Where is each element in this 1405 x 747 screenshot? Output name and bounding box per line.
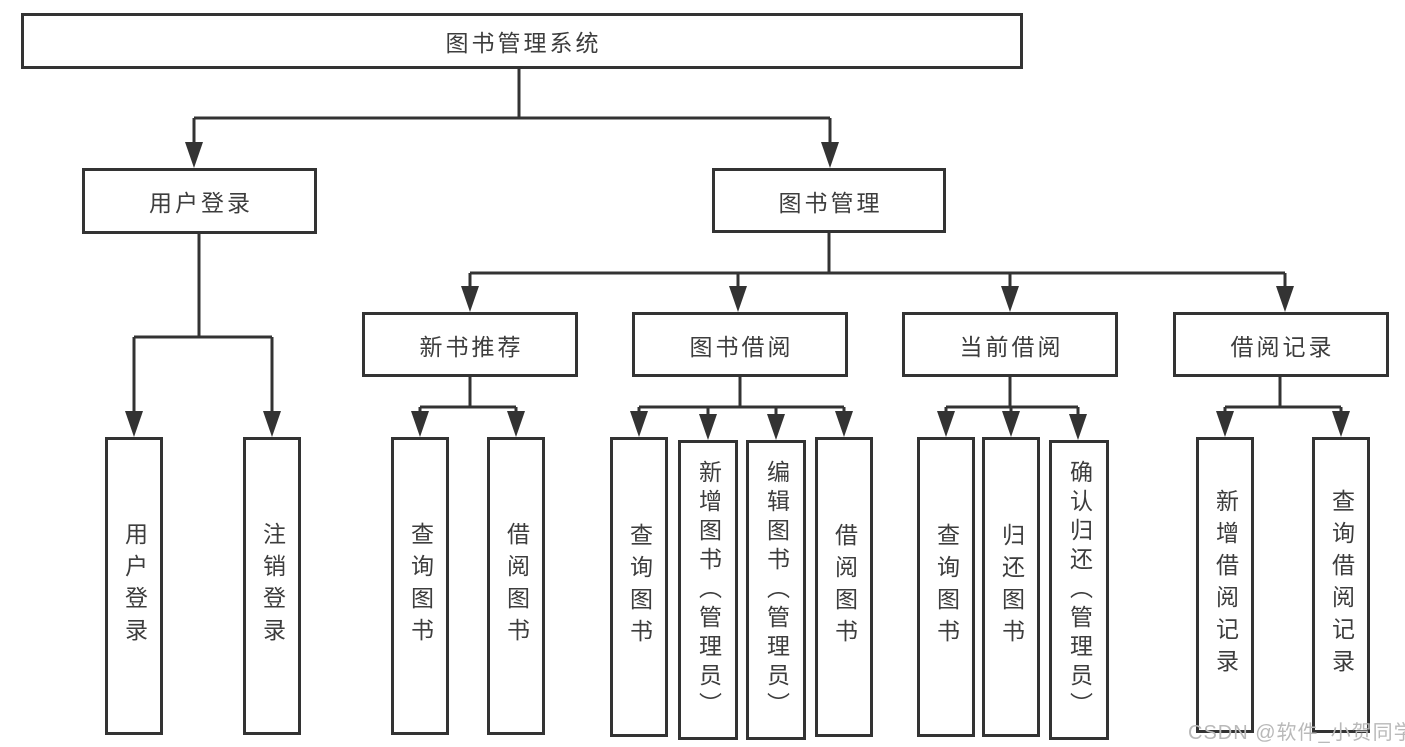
node-borrow-records: 借阅记录 xyxy=(1173,312,1389,377)
connector-current-borrow-to-leaves xyxy=(937,377,1087,440)
node-label: 当前借阅 xyxy=(959,333,1064,360)
leaf-add-book-admin: 新增图书（管理员） xyxy=(678,440,738,740)
leaf-borrow-book: 借阅图书 xyxy=(815,437,873,737)
connector-book-borrow-to-leaves xyxy=(630,377,853,440)
connector-book-management-to-level3 xyxy=(461,233,1294,312)
node-label: 新增借阅记录 xyxy=(1212,489,1239,681)
leaf-user-login: 用户登录 xyxy=(105,437,163,735)
node-label: 查询图书 xyxy=(626,523,653,651)
connector-user-login-to-leaves xyxy=(125,234,281,437)
connector-borrow-records-to-leaves xyxy=(1216,377,1350,437)
node-label: 借阅图书 xyxy=(503,522,530,650)
leaf-query-borrow-record: 查询借阅记录 xyxy=(1312,437,1370,733)
leaf-query-book-borrow: 查询图书 xyxy=(610,437,668,737)
node-label: 借阅图书 xyxy=(831,523,858,651)
node-user-login: 用户登录 xyxy=(82,168,317,234)
node-label: 用户登录 xyxy=(149,190,253,216)
node-label: 新书推荐 xyxy=(419,333,524,360)
connector-new-books-to-leaves xyxy=(411,377,525,437)
node-label: 归还图书 xyxy=(998,523,1025,651)
node-label: 借阅记录 xyxy=(1230,333,1335,360)
node-label: 新增图书（管理员） xyxy=(695,459,722,721)
node-label: 编辑图书（管理员） xyxy=(763,459,790,721)
leaf-logout: 注销登录 xyxy=(243,437,301,735)
node-current-borrow: 当前借阅 xyxy=(902,312,1118,377)
node-book-management: 图书管理 xyxy=(712,168,946,233)
leaf-borrow-book-recommend: 借阅图书 xyxy=(487,437,545,735)
watermark-text: CSDN @软件_小贺同学 xyxy=(1188,722,1405,744)
leaf-return-book: 归还图书 xyxy=(982,437,1040,737)
leaf-add-borrow-record: 新增借阅记录 xyxy=(1196,437,1254,733)
leaf-confirm-return-admin: 确认归还（管理员） xyxy=(1049,440,1109,740)
node-new-book-recommend: 新书推荐 xyxy=(362,312,578,377)
node-label: 查询图书 xyxy=(407,522,434,650)
node-label: 用户登录 xyxy=(121,522,148,650)
leaf-query-book-current: 查询图书 xyxy=(917,437,975,737)
node-book-borrow: 图书借阅 xyxy=(632,312,848,377)
connector-root-to-level2 xyxy=(185,69,839,168)
leaf-edit-book-admin: 编辑图书（管理员） xyxy=(746,440,806,740)
leaf-query-book-recommend: 查询图书 xyxy=(391,437,449,735)
node-label: 查询借阅记录 xyxy=(1328,489,1355,681)
node-library-management-system: 图书管理系统 xyxy=(21,13,1023,69)
node-label: 图书管理系统 xyxy=(445,30,602,56)
node-label: 查询图书 xyxy=(933,523,960,651)
node-label: 确认归还（管理员） xyxy=(1066,459,1093,721)
node-label: 图书管理 xyxy=(778,189,883,216)
node-label: 图书借阅 xyxy=(689,333,794,360)
node-label: 注销登录 xyxy=(259,522,286,650)
